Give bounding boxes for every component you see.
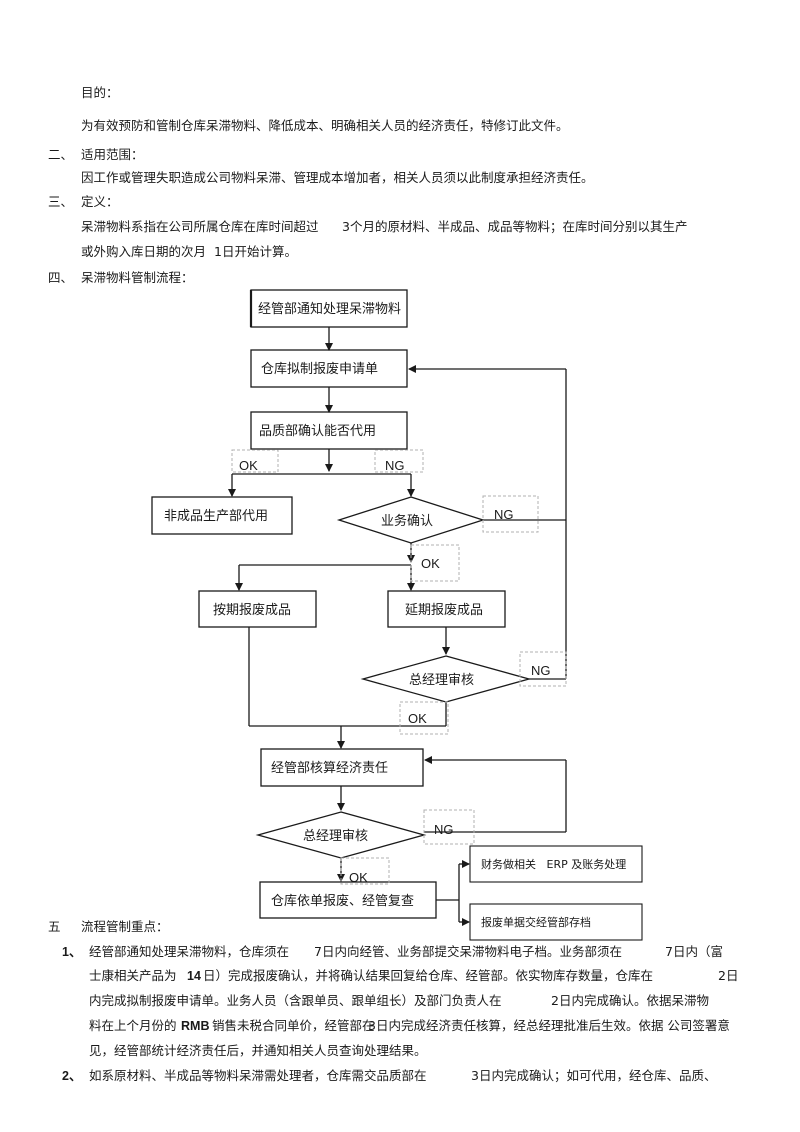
scope-title: 适用范围： — [81, 147, 144, 162]
definition-number: 三、 — [48, 194, 74, 209]
flow-text-non-product: 非成品生产部代用 — [164, 509, 268, 524]
flow-number: 四、 — [48, 270, 74, 285]
flow-label-ok-2: OK — [421, 556, 440, 571]
key-points-title: 流程管制重点： — [81, 919, 169, 934]
flow-text-apply: 仓库拟制报废申请单 — [261, 361, 378, 377]
point-1-line5: 见，经管部统计经济责任后，并通知相关人员查询处理结果。 — [89, 1043, 427, 1058]
flow-label-ok-4: OK — [349, 870, 368, 885]
flow-text-archive: 报废单据交经管部存档 — [481, 915, 591, 929]
flow-box-non-product — [151, 496, 293, 535]
flow-label-ng-4: NG — [434, 822, 454, 837]
point-1-line4-currency: RMB — [181, 1019, 210, 1033]
flow-text-on-time: 按期报废成品 — [213, 602, 291, 618]
definition-line1-part2: 3个月的原材料、半成品、成品等物料；在库时间分别以其生产 — [342, 219, 688, 234]
point-2-number: 2、 — [62, 1069, 82, 1083]
flow-box-finance — [469, 845, 643, 883]
purpose-title: 目的： — [81, 85, 119, 100]
scope-number: 二、 — [48, 147, 74, 162]
point-1-line1-part3: 7日内（富 — [665, 944, 723, 959]
flow-text-gm-review-2: 总经理审核 — [303, 829, 368, 844]
point-1-line2-part1: 士康相关产品为 — [89, 968, 177, 983]
point-1-line4-part1: 料在上个月份的 — [89, 1018, 177, 1033]
flow-box-cost — [260, 748, 424, 787]
flow-text-gm-review-1: 总经理审核 — [409, 673, 474, 688]
definition-line2-part2: 1日开始计算。 — [214, 244, 297, 259]
flow-text-finance: 财务做相关 ERP 及账务处理 — [481, 857, 626, 871]
point-1-line1-part2: 7日内向经管、业务部提交呆滞物料电子档。业务部须在 — [314, 944, 622, 959]
flow-box-archive — [469, 903, 643, 941]
point-1-line3-part1: 内完成拟制报废申请单。业务人员（含跟单员、跟单组长）及部门负责人在 — [89, 993, 502, 1008]
flow-label-ok-3: OK — [408, 711, 427, 726]
flow-label-ng-1: NG — [385, 458, 405, 473]
definition-line2-part1: 或外购入库日期的次月 — [81, 244, 207, 259]
point-1-line2-part3: 2日 — [718, 968, 739, 983]
flow-label-ng-2: NG — [494, 507, 514, 522]
point-1-line3-part2: 2日内完成确认。依据呆滞物 — [551, 993, 709, 1008]
point-1-line2-part2: 日）完成报废确认，并将确认结果回复给仓库、经管部。依实物库存数量，仓库在 — [203, 968, 654, 983]
purpose-text: 为有效预防和管制仓库呆滞物料、降低成本、明确相关人员的经济责任，特修订此文件。 — [81, 118, 569, 133]
flow-text-warehouse-scrap: 仓库依单报废、经管复查 — [271, 893, 414, 909]
point-1-line2-number: 14 — [187, 969, 201, 983]
flow-label-ok-1: OK — [239, 458, 258, 473]
point-1-line4-part2: 销售未税合同单价，经管部在 — [212, 1018, 375, 1033]
flow-text-delayed: 延期报废成品 — [405, 602, 483, 618]
scope-text: 因工作或管理失职造成公司物料呆滞、管理成本增加者，相关人员须以此制度承担经济责任… — [81, 170, 594, 185]
flow-label-ng-3: NG — [531, 663, 551, 678]
flow-text-biz-confirm: 业务确认 — [381, 513, 433, 529]
definition-line1-part1: 呆滞物料系指在公司所属仓库在库时间超过 — [81, 219, 319, 234]
key-points-number: 五 — [48, 919, 61, 934]
point-1-line4-part3: 3日内完成经济责任核算，经总经理批准后生效。依据 公司签署意 — [368, 1018, 730, 1033]
definition-title: 定义： — [81, 194, 119, 209]
flow-text-cost: 经管部核算经济责任 — [271, 761, 388, 776]
flow-text-notify: 经管部通知处理呆滞物料 — [258, 301, 401, 317]
point-2-line1-part1: 如系原材料、半成品等物料呆滞需处理者，仓库需交品质部在 — [89, 1068, 427, 1083]
flow-box-on-time — [198, 590, 317, 628]
point-2-line1-part2: 3日内完成确认；如可代用，经仓库、品质、 — [471, 1068, 717, 1083]
flow-text-quality: 品质部确认能否代用 — [259, 424, 376, 439]
point-1-number: 1、 — [62, 945, 82, 959]
point-1-line1-part1: 经管部通知处理呆滞物料，仓库须在 — [89, 944, 290, 959]
flow-title: 呆滞物料管制流程： — [81, 270, 194, 285]
